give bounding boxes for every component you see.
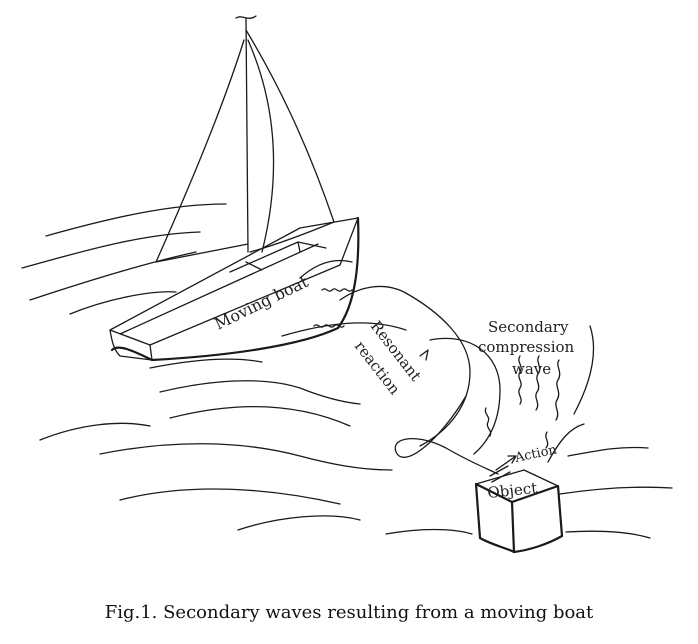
main-sail: [246, 30, 334, 252]
action-label: Action: [513, 442, 559, 466]
wavy-line-3: [485, 408, 490, 436]
boat-hull: [110, 218, 358, 360]
mast-flag: [236, 16, 256, 18]
wavy-line-2: [322, 289, 352, 291]
resonant-swirl: [314, 286, 500, 474]
boat-wave-diagram: Moving boat Resonant reaction Secondary …: [0, 0, 698, 600]
swirl-loop: [395, 396, 498, 474]
secondary-wave-label-2: compression: [478, 338, 575, 356]
moving-boat-label: Moving boat: [211, 272, 311, 334]
hull-bottom: [110, 330, 152, 360]
object-label: Object: [487, 479, 538, 502]
hull-edge: [150, 345, 152, 360]
mast: [246, 18, 248, 252]
figure-caption: Fig.1. Secondary waves resulting from a …: [0, 602, 698, 623]
action-arrow-shaft: [496, 456, 516, 470]
hull-side: [112, 218, 358, 360]
secondary-wave-label-1: Secondary: [488, 318, 569, 336]
action-arrow: [490, 456, 516, 482]
jib-sail: [156, 40, 248, 262]
reaction-arrowhead: [420, 350, 428, 360]
secondary-wave-label-3: wave: [512, 360, 551, 378]
water-waves: [22, 204, 672, 538]
sailboat: [156, 16, 334, 262]
